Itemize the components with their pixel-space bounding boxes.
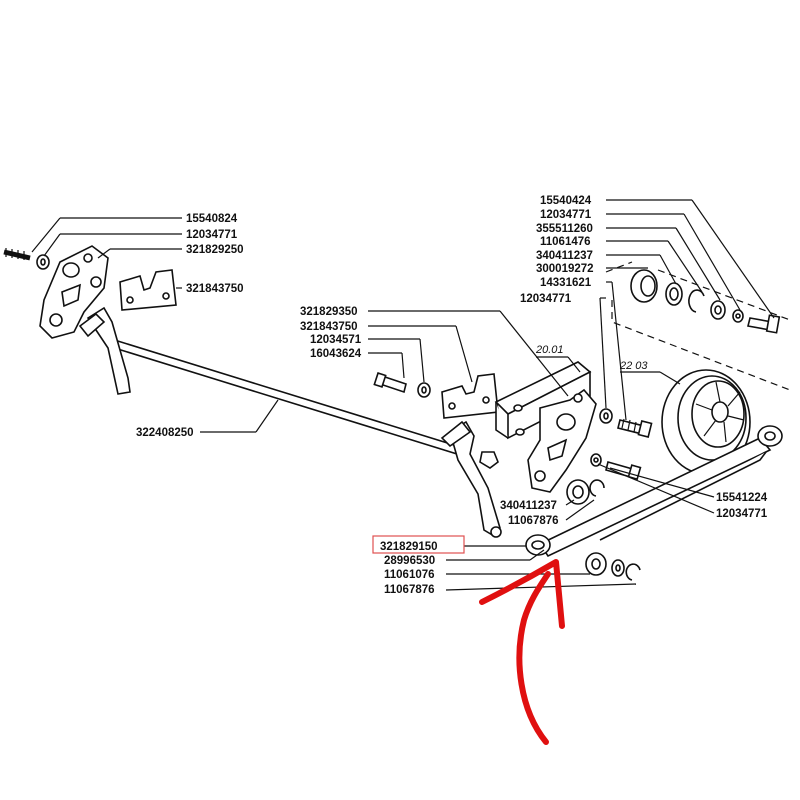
left-bolt xyxy=(3,248,31,261)
label-11061076: 11061076 xyxy=(384,569,435,581)
label-15540824: 15540824 xyxy=(186,213,238,225)
label-ref-2001: 20.01 xyxy=(535,344,564,356)
label-11067876-bottom: 11067876 xyxy=(384,584,435,596)
label-28996530: 28996530 xyxy=(384,555,435,567)
label-322408250: 322408250 xyxy=(136,427,194,439)
lower-stud xyxy=(605,461,642,481)
left-small-plate xyxy=(119,269,177,311)
label-321829350: 321829350 xyxy=(300,306,358,318)
right-ring xyxy=(599,408,613,424)
label-321829250: 321829250 xyxy=(186,244,244,256)
label-ref-2203: 22 03 xyxy=(619,360,648,372)
middle-plate xyxy=(441,373,499,419)
mid-bushing xyxy=(566,479,590,505)
upper-ring-1 xyxy=(665,282,683,306)
label-11067876-mid: 11067876 xyxy=(508,515,559,527)
label-12034771-r2: 12034771 xyxy=(520,293,572,305)
label-340411237-top: 340411237 xyxy=(536,250,593,262)
left-arm xyxy=(78,306,131,395)
label-14331621: 14331621 xyxy=(540,277,592,289)
bottom-bushing xyxy=(525,534,551,556)
upper-washer xyxy=(732,309,744,323)
center-arm xyxy=(440,420,502,538)
leader-lines xyxy=(31,199,775,591)
bearing xyxy=(630,269,658,303)
label-16043624: 16043624 xyxy=(310,348,362,360)
label-12034771-r1: 12034771 xyxy=(540,209,592,221)
bottom-washer xyxy=(611,559,625,577)
upper-circlip xyxy=(688,289,705,313)
label-15541224: 15541224 xyxy=(716,492,768,504)
highlight-box xyxy=(372,535,465,554)
right-screw xyxy=(617,418,653,438)
label-12034771-left: 12034771 xyxy=(186,229,238,241)
upper-ring-2 xyxy=(710,300,726,320)
label-340411237-mid: 340411237 xyxy=(500,500,557,512)
right-bracket xyxy=(527,388,597,493)
label-321843750-mid: 321843750 xyxy=(300,321,358,333)
label-12034571: 12034571 xyxy=(310,334,362,346)
lower-washer xyxy=(590,453,602,467)
label-355511260: 355511260 xyxy=(536,223,593,235)
assembly-dash-lines xyxy=(605,261,791,391)
pulley xyxy=(661,369,751,475)
bottom-circlip xyxy=(625,563,641,581)
bottom-nut xyxy=(585,552,607,576)
middle-bolt xyxy=(373,372,407,394)
upper-bolt xyxy=(747,314,781,334)
label-300019272: 300019272 xyxy=(536,263,594,275)
red-arrow-annotation xyxy=(479,559,565,745)
label-12034771-r3: 12034771 xyxy=(716,508,768,520)
mid-circlip xyxy=(589,479,605,497)
label-321829150: 321829150 xyxy=(380,541,438,553)
torsion-bar xyxy=(107,336,471,460)
left-bracket xyxy=(39,245,109,339)
label-15540424: 15540424 xyxy=(540,195,592,207)
left-washer xyxy=(36,254,50,270)
label-321843750-left: 321843750 xyxy=(186,283,244,295)
part-number-labels: 15540824 12034771 321829250 321843750 32… xyxy=(136,195,768,596)
middle-washer xyxy=(417,382,431,398)
label-11061476: 11061476 xyxy=(540,236,591,248)
